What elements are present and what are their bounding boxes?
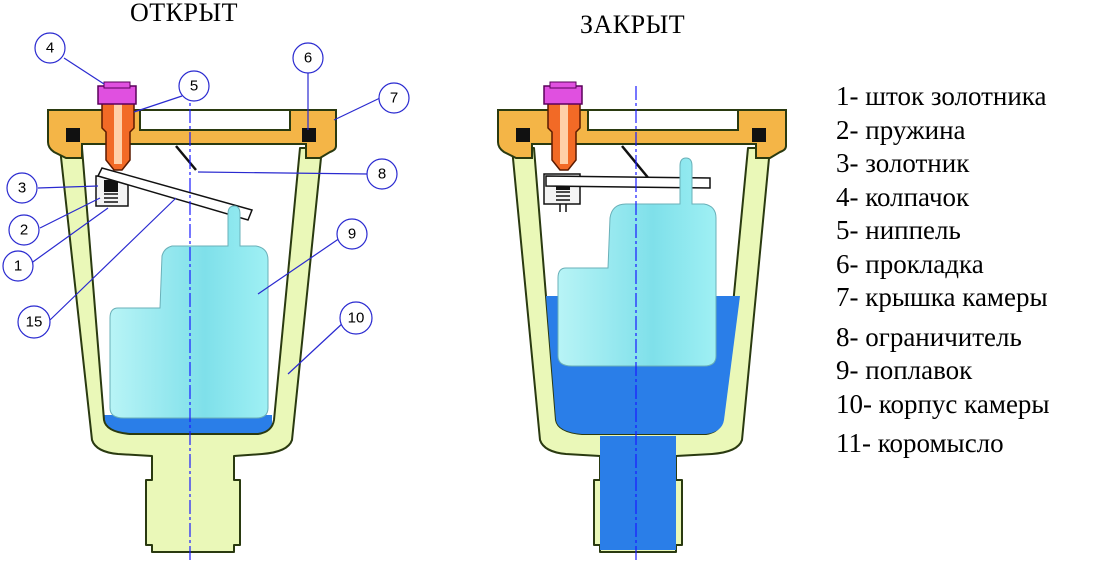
gasket-left-open	[66, 128, 80, 142]
callout-1: 1	[2, 250, 34, 282]
svg-text:3: 3	[18, 180, 26, 197]
legend-item: 9- поплавок	[836, 355, 973, 385]
legend-item: 11- коромысло	[836, 428, 1004, 458]
callout-2: 2	[8, 214, 40, 246]
svg-text:1: 1	[14, 258, 22, 275]
lid-window-open	[139, 109, 291, 131]
legend-item: 3- золотник	[836, 148, 970, 178]
svg-text:7: 7	[390, 90, 398, 107]
cap-open	[97, 85, 137, 105]
callout-6: 6	[292, 42, 324, 74]
svg-text:9: 9	[348, 226, 356, 243]
legend-item: 6- прокладка	[836, 248, 984, 279]
parts-legend: 1- шток золотника 2- пружина 3- золотник…	[836, 80, 1050, 461]
svg-text:15: 15	[26, 314, 43, 331]
legend-item: 10- корпус камеры	[836, 388, 1050, 419]
valve-diagram: 4 5 6 7 8 3 2 1 15 9 10	[2, 32, 787, 560]
callout-5: 5	[178, 70, 210, 102]
valve-closed	[497, 81, 787, 560]
svg-text:10: 10	[348, 310, 365, 327]
chamber-body-open	[59, 147, 323, 553]
gasket-left-closed	[516, 128, 530, 142]
callout-markers: 4 5 6 7 8 3 2 1 15 9 10	[2, 32, 410, 339]
float-closed	[557, 157, 717, 367]
lever-open	[96, 167, 254, 221]
legend-item: 2- пружина	[836, 114, 966, 145]
callout-10: 10	[339, 301, 373, 335]
callout-8: 8	[366, 158, 398, 190]
cap-closed	[543, 85, 583, 105]
valve-stem-open	[114, 104, 122, 164]
legend-item: 8- ограничитель	[836, 321, 1022, 352]
callout-15: 15	[17, 305, 51, 339]
title-closed: ЗАКРЫТ	[580, 10, 686, 39]
callout-9: 9	[336, 218, 368, 250]
svg-text:6: 6	[304, 50, 312, 67]
valve-open	[47, 81, 337, 560]
limiter-open	[175, 145, 197, 171]
title-open: ОТКРЫТ	[130, 0, 239, 27]
float-open	[109, 205, 269, 419]
callout-3: 3	[6, 172, 38, 204]
lid-window-closed	[587, 109, 739, 131]
gasket-right-closed	[752, 128, 766, 142]
legend-item: 7- крышка камеры	[836, 282, 1048, 312]
svg-text:8: 8	[378, 166, 386, 183]
callout-7: 7	[378, 82, 410, 114]
svg-text:2: 2	[20, 222, 28, 239]
lever-closed	[545, 175, 711, 189]
legend-item: 4- колпачок	[836, 181, 970, 212]
legend-item: 5- ниппель	[836, 215, 961, 245]
gasket-right-open	[302, 128, 316, 142]
callout-4: 4	[34, 32, 66, 64]
svg-text:4: 4	[46, 40, 54, 57]
svg-text:5: 5	[190, 78, 198, 95]
legend-item: 1- шток золотника	[836, 81, 1047, 111]
callouts	[29, 57, 381, 375]
